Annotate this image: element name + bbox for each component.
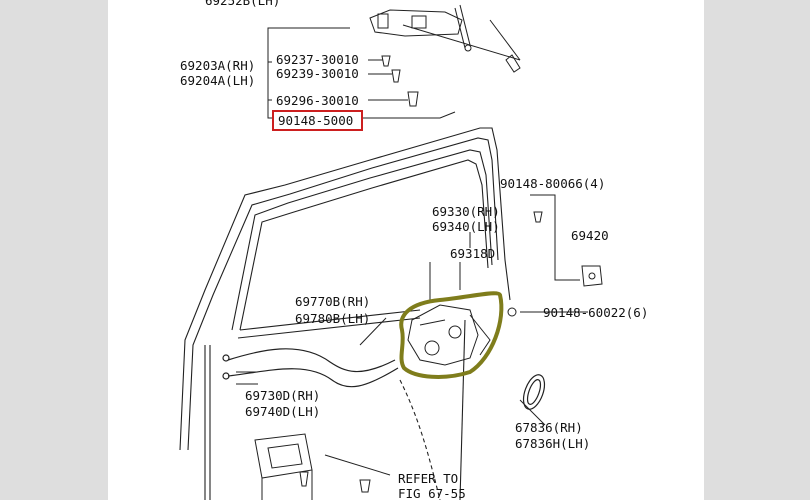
label-67836: 67836(RH)	[515, 420, 583, 435]
label-69780b: 69780B(LH)	[295, 311, 370, 326]
label-69252b: 69252B(LH)	[205, 0, 280, 8]
label-69296: 69296-30010	[276, 93, 359, 108]
rod-clip	[505, 54, 521, 73]
door-parts-diagram: 69252B(LH) 69203A(RH) 69204A(LH) 69237-3…	[179, 0, 648, 500]
fasteners	[299, 55, 543, 493]
bracket-line-top	[267, 27, 350, 119]
grommet-69239	[391, 69, 401, 83]
label-69318d: 69318D	[450, 246, 495, 261]
screw-lower-a	[299, 471, 309, 487]
screw-80066	[533, 211, 543, 223]
label-fig-ref: FIG 67-55	[398, 486, 466, 500]
label-90148-5000: 90148-5000	[278, 113, 353, 128]
parts-diagram-sheet: 69252B(LH) 69203A(RH) 69204A(LH) 69237-3…	[108, 0, 704, 500]
clip-69296	[407, 91, 419, 107]
label-69330: 69330(RH)	[432, 204, 500, 219]
door-lock-assembly	[407, 304, 491, 366]
inside-handle	[254, 433, 313, 500]
label-69730d: 69730D(RH)	[245, 388, 320, 403]
label-69203a: 69203A(RH)	[180, 58, 255, 73]
grommet-69237	[381, 55, 391, 67]
window-frame	[231, 149, 493, 331]
label-90148-80066: 90148-80066(4)	[500, 176, 605, 191]
screw-lower-b	[359, 479, 371, 493]
label-69239: 69239-30010	[276, 66, 359, 81]
label-69420: 69420	[571, 228, 609, 243]
door-frame	[179, 127, 511, 500]
hole-cover-67836	[522, 374, 546, 410]
label-69770b: 69770B(RH)	[295, 294, 370, 309]
control-cable	[222, 348, 399, 388]
label-refer-to: REFER TO	[398, 471, 458, 486]
lock-body	[407, 304, 479, 366]
label-69204a: 69204A(LH)	[180, 73, 255, 88]
outside-handle-assembly	[369, 4, 521, 73]
label-69740d: 69740D(LH)	[245, 404, 320, 419]
label-69340: 69340(LH)	[432, 219, 500, 234]
highlight-box-90148-5000	[272, 110, 363, 131]
door-outer-outline	[179, 127, 511, 451]
label-90148-60022: 90148-60022(6)	[543, 305, 648, 320]
label-67836h: 67836H(LH)	[515, 436, 590, 451]
striker-69420	[581, 265, 603, 287]
highlight-ellipse-lock	[399, 291, 504, 379]
label-69237: 69237-30010	[276, 52, 359, 67]
screw-60022	[507, 307, 517, 317]
